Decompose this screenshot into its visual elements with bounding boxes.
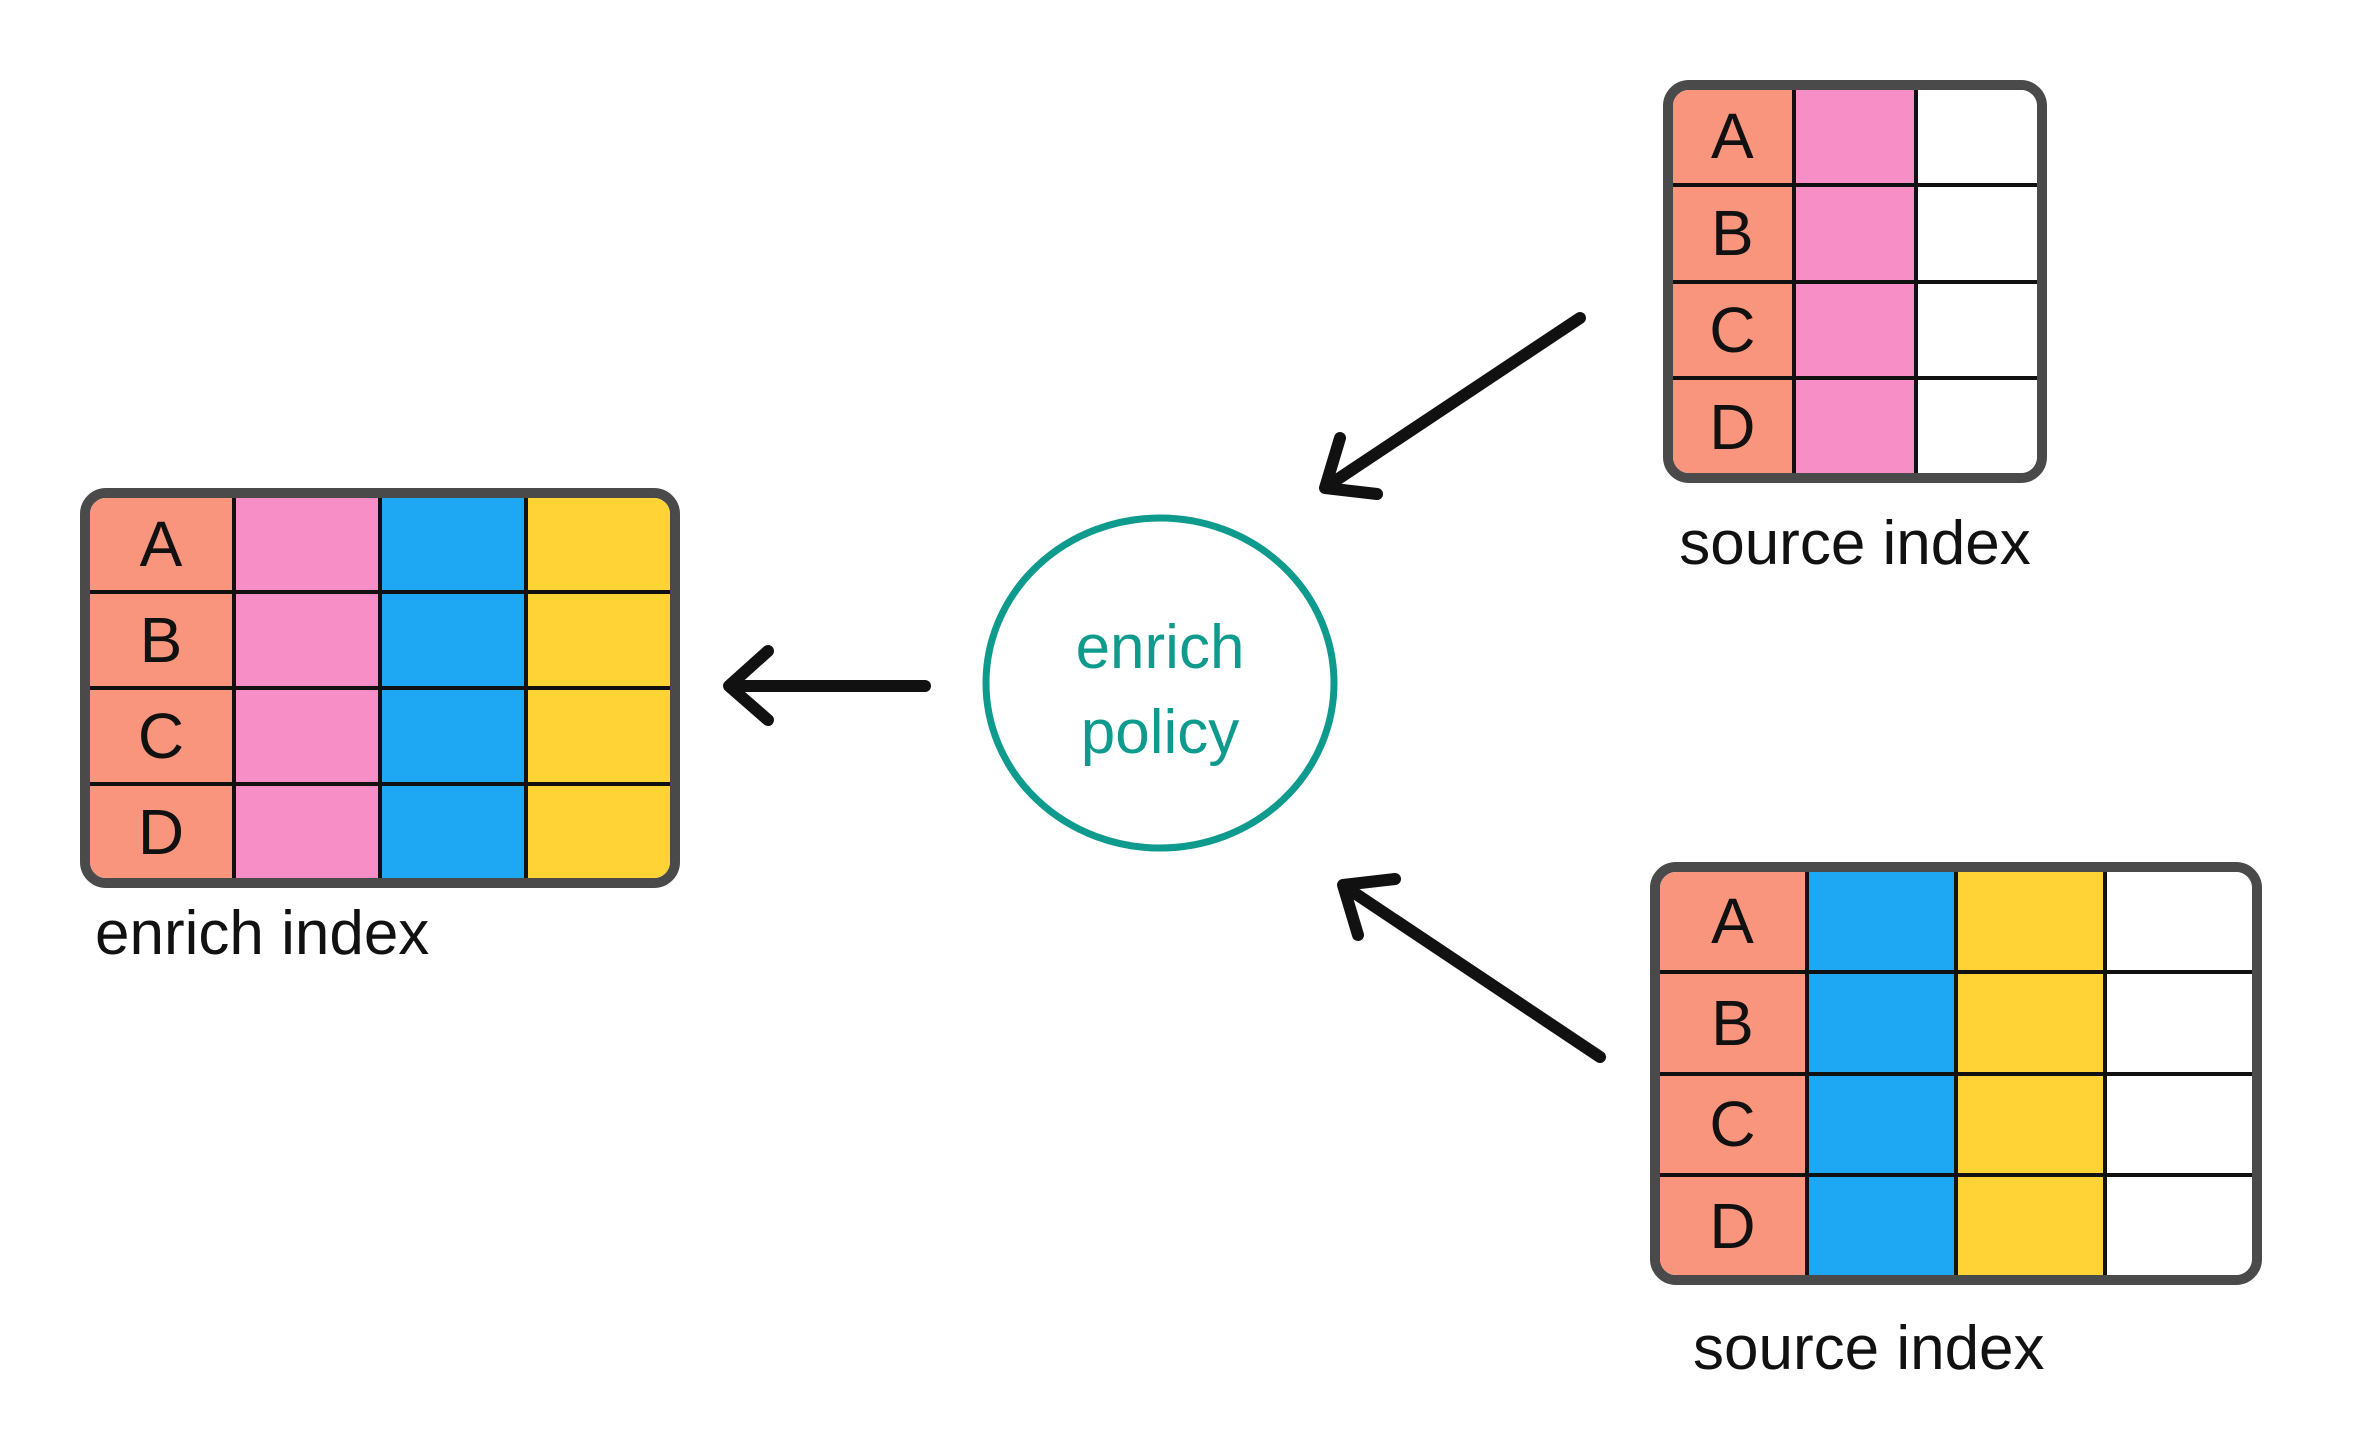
table-cell-key: D xyxy=(90,786,232,878)
table-row: D xyxy=(90,782,670,878)
table-cell xyxy=(378,498,524,590)
arrow-top-source-to-policy xyxy=(1319,312,1586,500)
row-letter: D xyxy=(1709,1190,1756,1263)
table-row: D xyxy=(1673,376,2037,473)
table-row: C xyxy=(90,686,670,782)
enrich-index-table: A B C D xyxy=(80,488,680,888)
table-cell xyxy=(2103,1177,2252,1275)
source-index-bottom-table: A B C D xyxy=(1650,862,2262,1285)
row-letter: A xyxy=(1711,884,1754,957)
table-cell xyxy=(378,690,524,782)
table-cell-key: B xyxy=(1660,973,1805,1072)
table-row: A xyxy=(1660,872,2252,970)
table-row: B xyxy=(90,590,670,686)
enrich-policy-label-line1: enrich xyxy=(1075,613,1245,682)
row-letter: B xyxy=(1710,197,1754,270)
arrow-shaft xyxy=(1326,312,1586,489)
table-cell xyxy=(378,594,524,686)
table-cell xyxy=(232,786,378,878)
table-cell xyxy=(524,498,670,590)
enrich-policy-label-line2: policy xyxy=(1080,698,1240,767)
table-row: A xyxy=(90,498,670,590)
table-cell-key: D xyxy=(1660,1177,1805,1275)
source-index-top-table: A B C D xyxy=(1663,80,2047,483)
table-cell xyxy=(1914,186,2037,280)
enrich-index-label: enrich index xyxy=(95,899,430,968)
table-cell-key: A xyxy=(1660,872,1805,970)
row-letter: B xyxy=(139,604,183,676)
table-cell-key: C xyxy=(1673,283,1792,377)
table-cell xyxy=(1791,283,1915,377)
table-cell xyxy=(232,498,378,590)
table-row: B xyxy=(1660,969,2252,1072)
enrich-policy-circle xyxy=(982,514,1338,852)
table-cell xyxy=(1805,1075,1954,1174)
table-cell xyxy=(1914,90,2037,183)
table-cell xyxy=(2103,1075,2252,1174)
enrich-policy-label: enrich policy xyxy=(960,605,1360,775)
row-letter: B xyxy=(1711,986,1754,1059)
table-row: B xyxy=(1673,182,2037,280)
table-cell xyxy=(2103,973,2252,1072)
table-cell xyxy=(1914,283,2037,377)
row-letter: A xyxy=(1710,100,1754,173)
table-cell xyxy=(378,786,524,878)
row-letter: A xyxy=(139,508,183,580)
arrow-bottom-source-to-policy xyxy=(1337,873,1606,1063)
row-letter: C xyxy=(137,700,185,772)
table-cell-key: C xyxy=(1660,1075,1805,1174)
arrow-head-icon xyxy=(723,645,774,726)
row-letter: C xyxy=(1709,293,1756,366)
arrow-policy-to-enrich-index xyxy=(723,645,931,726)
table-cell xyxy=(1954,1177,2103,1275)
table-row: D xyxy=(1660,1173,2252,1275)
arrow-shaft xyxy=(1344,884,1606,1063)
source-index-bottom-label: source index xyxy=(1693,1314,2045,1383)
table-cell xyxy=(524,786,670,878)
table-cell xyxy=(1805,872,1954,970)
table-row: A xyxy=(1673,90,2037,183)
arrow-head-icon xyxy=(1337,873,1401,941)
arrow-head-icon xyxy=(1319,432,1383,500)
table-cell xyxy=(524,690,670,782)
table-row: C xyxy=(1673,279,2037,377)
table-cell xyxy=(1791,380,1915,473)
table-cell xyxy=(232,594,378,686)
table-cell xyxy=(1954,973,2103,1072)
table-cell xyxy=(1914,380,2037,473)
table-cell-key: B xyxy=(1673,186,1792,280)
table-cell xyxy=(1791,90,1915,183)
row-letter: C xyxy=(1709,1088,1756,1161)
table-cell-key: A xyxy=(90,498,232,590)
table-cell-key: B xyxy=(90,594,232,686)
table-cell xyxy=(1954,1075,2103,1174)
table-cell xyxy=(524,594,670,686)
table-cell-key: C xyxy=(90,690,232,782)
table-cell xyxy=(1805,973,1954,1072)
table-cell xyxy=(2103,872,2252,970)
table-cell-key: D xyxy=(1673,380,1792,473)
table-cell xyxy=(1954,872,2103,970)
table-cell xyxy=(1791,186,1915,280)
source-index-top-label: source index xyxy=(1679,509,2031,578)
table-cell-key: A xyxy=(1673,90,1792,183)
table-cell xyxy=(232,690,378,782)
row-letter: D xyxy=(1709,390,1756,463)
table-row: C xyxy=(1660,1071,2252,1174)
table-cell xyxy=(1805,1177,1954,1275)
row-letter: D xyxy=(137,796,185,868)
